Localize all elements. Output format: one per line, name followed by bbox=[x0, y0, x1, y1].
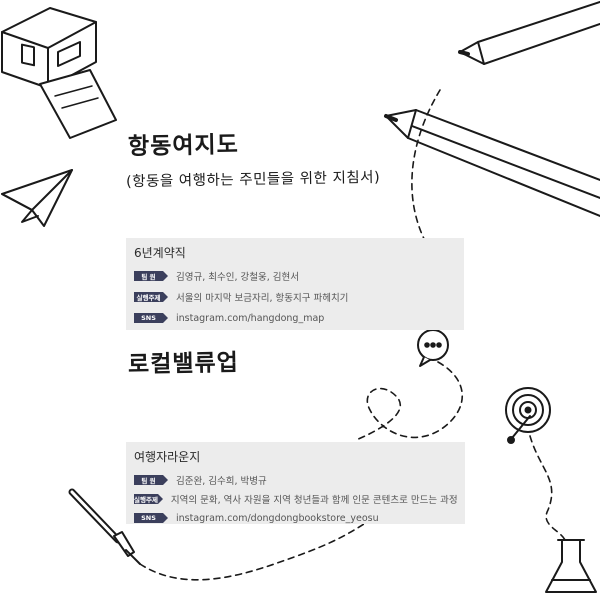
badge-arrow-icon bbox=[157, 494, 163, 504]
section1-title: 항동여지도 bbox=[127, 132, 240, 160]
members-value: 김영규, 최수인, 강철웅, 김현서 bbox=[176, 272, 299, 283]
theme-badge: 실행주제 bbox=[134, 292, 163, 302]
theme-row: 실행주제 지역의 문화, 역사 자원을 지역 청년들과 함께 인문 콘텐츠로 만… bbox=[134, 492, 458, 506]
theme-value: 지역의 문화, 역사 자원을 지역 청년들과 함께 인문 콘텐츠로 만드는 과정 bbox=[170, 495, 458, 506]
section2-title: 로컬밸류업 bbox=[127, 350, 240, 378]
members-badge: 팀 원 bbox=[134, 271, 163, 281]
sns-badge: SNS bbox=[134, 313, 163, 323]
team-name: 여행자라운지 bbox=[134, 450, 201, 464]
team-members-row: 팀 원 김준완, 김수희, 박병규 bbox=[134, 473, 457, 487]
theme-row: 실행주제 서울의 마지막 보금자리, 항동지구 파헤치기 bbox=[134, 290, 456, 304]
paper-plane-icon bbox=[1, 169, 73, 227]
badge-arrow-icon bbox=[163, 475, 168, 485]
record-icon bbox=[505, 387, 551, 444]
sns-row: SNS instagram.com/dongdongbookstore_yeos… bbox=[134, 511, 457, 525]
section1-subtitle: (항동을 여행하는 주민들을 위한 지침서) bbox=[125, 169, 381, 191]
badge-arrow-icon bbox=[163, 313, 168, 323]
sns-link[interactable]: instagram.com/hangdong_map bbox=[176, 312, 325, 324]
flask-icon bbox=[545, 539, 597, 593]
pencil-icon bbox=[384, 109, 600, 217]
sns-badge: SNS bbox=[134, 513, 163, 523]
pencil-icon bbox=[458, 1, 600, 65]
team-name: 6년계약직 bbox=[134, 246, 186, 260]
team-card-2: 여행자라운지 팀 원 김준완, 김수희, 박병규 실행주제 지역의 문화, 역사… bbox=[126, 442, 465, 524]
theme-value: 서울의 마지막 보금자리, 항동지구 파헤치기 bbox=[176, 293, 349, 304]
speech-bubble-icon bbox=[417, 329, 449, 367]
fountain-pen-icon bbox=[68, 488, 141, 565]
badge-arrow-icon bbox=[163, 513, 168, 523]
team-members-row: 팀 원 김영규, 최수인, 강철웅, 김현서 bbox=[134, 269, 456, 283]
sns-row: SNS instagram.com/hangdong_map bbox=[134, 311, 456, 325]
members-value: 김준완, 김수희, 박병규 bbox=[176, 476, 267, 487]
theme-badge: 실행주제 bbox=[134, 494, 158, 504]
badge-arrow-icon bbox=[163, 292, 168, 302]
members-badge: 팀 원 bbox=[134, 475, 163, 485]
sns-link[interactable]: instagram.com/dongdongbookstore_yeosu bbox=[176, 512, 379, 524]
badge-arrow-icon bbox=[163, 271, 168, 281]
mailbox-icon bbox=[1, 7, 117, 139]
team-card-1: 6년계약직 팀 원 김영규, 최수인, 강철웅, 김현서 실행주제 서울의 마지… bbox=[126, 238, 464, 330]
